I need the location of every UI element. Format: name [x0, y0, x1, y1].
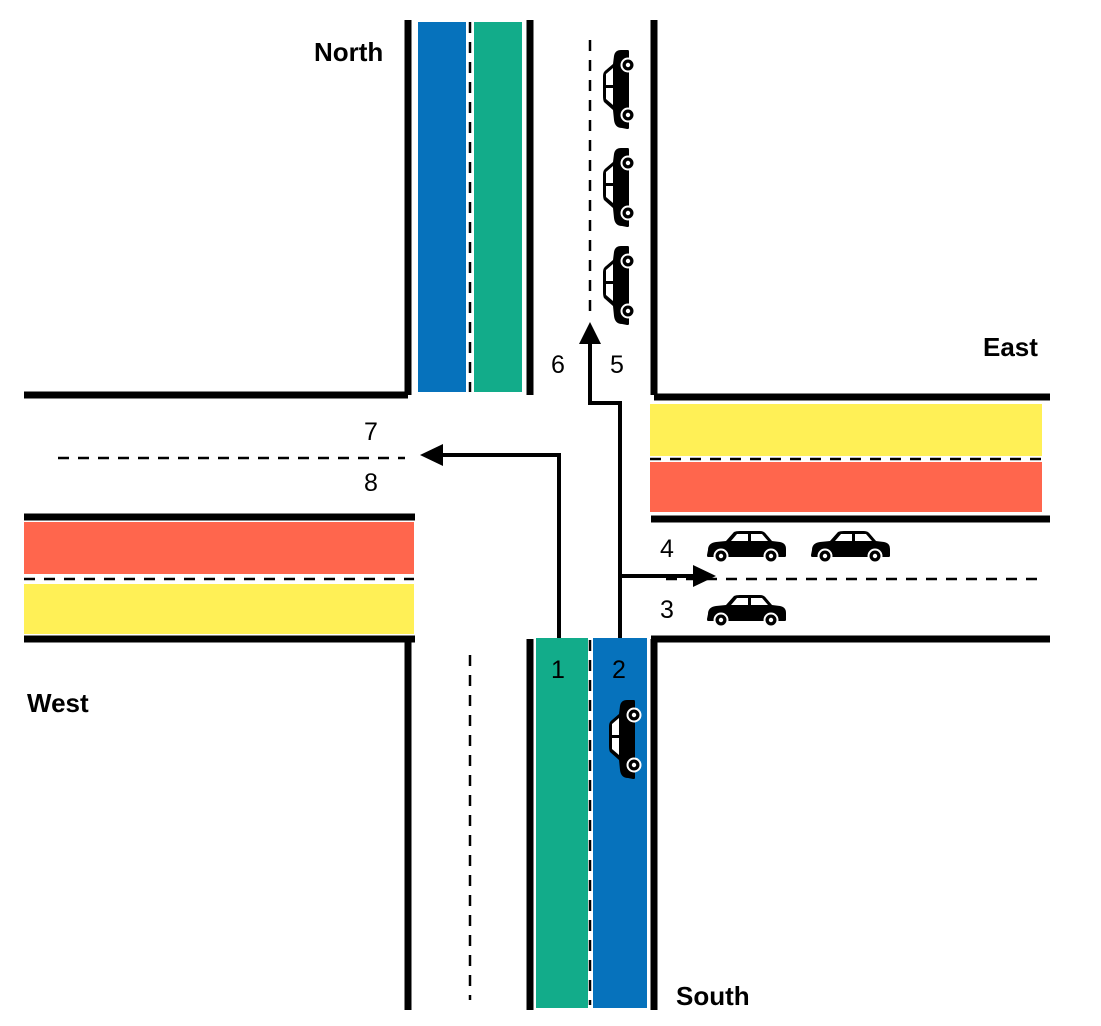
east-arrowhead-icon: [693, 565, 716, 587]
car-icon: [603, 50, 635, 129]
lane-label-2: 2: [612, 656, 626, 684]
colored-lanes: [24, 22, 1042, 1008]
east-red-lane: [650, 462, 1042, 512]
lane-dividers: [24, 22, 1042, 1005]
car-icon: [603, 246, 635, 325]
east-yellow-lane: [650, 404, 1042, 456]
lane-label-5: 5: [610, 351, 624, 379]
north-blue-lane: [418, 22, 466, 392]
lane-label-6: 6: [551, 351, 565, 379]
car-icon: [810, 530, 891, 564]
direction-label-west: West: [27, 688, 89, 718]
west-yellow-lane: [24, 584, 414, 634]
lane-label-3: 3: [660, 596, 674, 624]
south-green-lane: [536, 638, 588, 1008]
west-red-lane: [24, 522, 414, 574]
turn-arrows: [420, 322, 716, 638]
direction-label-south: South: [676, 981, 750, 1011]
left-turn-path: [440, 453, 561, 638]
direction-label-north: North: [314, 37, 383, 67]
lane-label-4: 4: [660, 535, 674, 563]
south-blue-lane: [593, 638, 647, 1008]
lane-label-1: 1: [551, 656, 565, 684]
straight-path: [588, 343, 622, 638]
north-arrowhead-icon: [579, 322, 601, 344]
north-green-lane: [474, 22, 522, 392]
road-edges: [24, 20, 1050, 1010]
lane-label-7: 7: [364, 418, 378, 446]
direction-label-east: East: [983, 332, 1038, 362]
labels: North East West South 6 5 7 8 4 3 1 2: [27, 37, 1038, 1011]
car-icon: [706, 594, 787, 628]
west-arrowhead-icon: [420, 444, 443, 466]
car-icon: [706, 530, 787, 564]
car-icon: [603, 148, 635, 227]
lane-label-8: 8: [364, 469, 378, 497]
